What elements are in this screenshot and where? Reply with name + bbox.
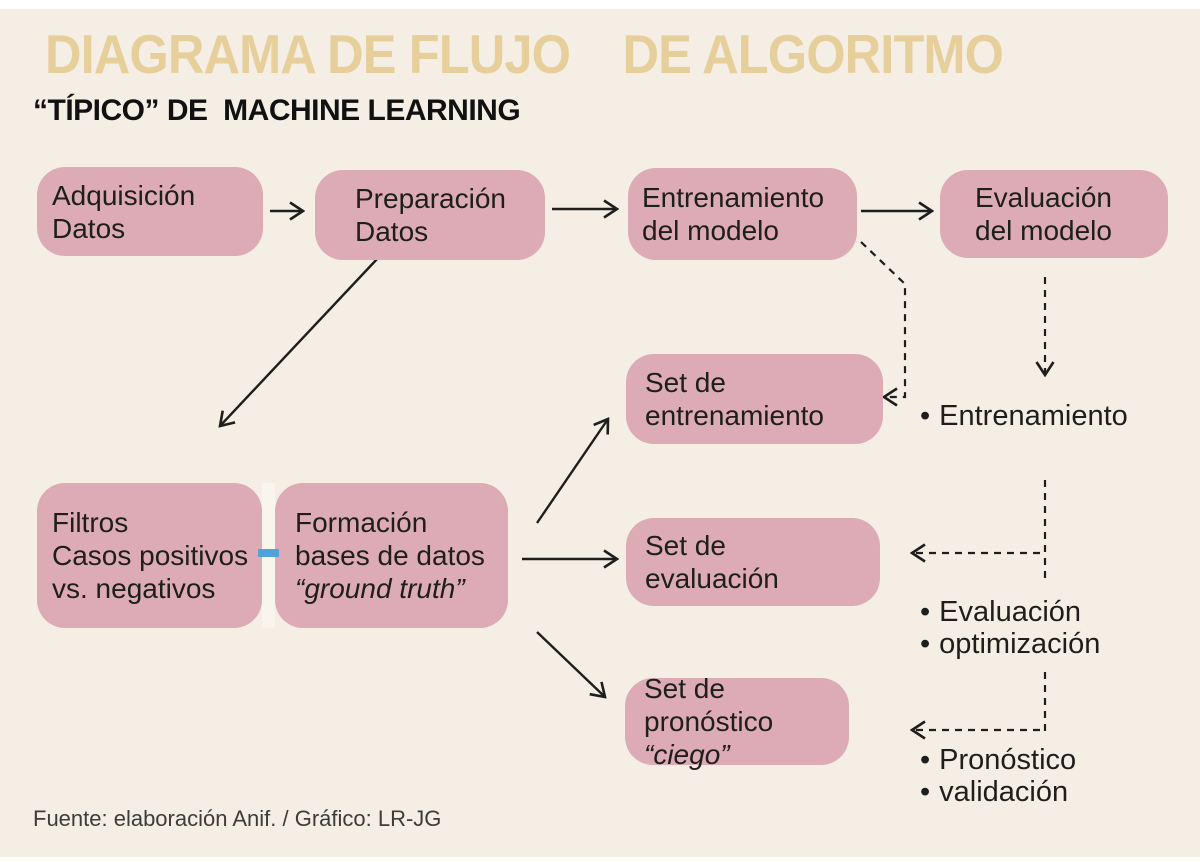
arrow-formacion-to-set-pronostico — [536, 631, 605, 697]
box-line-normal: pronóstico — [644, 706, 774, 737]
bullet-label: Evaluación — [939, 596, 1082, 628]
box-line: Adquisición — [52, 179, 196, 211]
box-line: Datos — [355, 216, 429, 247]
bullet-dot: • — [920, 744, 931, 776]
bullet-label: Entrenamiento — [939, 400, 1128, 432]
page-subtitle: “TÍPICO” DE MACHINE LEARNING — [33, 94, 521, 127]
box-line: pronóstico “ciego” — [644, 705, 849, 771]
top-border-strip — [0, 0, 1200, 9]
box-line: Filtros — [52, 507, 129, 538]
bullet-label: validación — [939, 776, 1069, 808]
page-title-part2: DE ALGORITMO — [622, 23, 1004, 85]
box-line: Set de — [645, 530, 726, 561]
box-formacion-bases-de-datos: Formación bases de datos “ground truth” — [275, 483, 508, 628]
bullet-label: Pronóstico — [939, 744, 1077, 776]
box-evaluacion-del-modelo: Evaluación del modelo — [940, 170, 1168, 258]
box-adquisicion-datos: Adquisición Datos — [37, 167, 263, 256]
box-set-de-pronostico-ciego: Set de pronóstico “ciego” — [625, 673, 849, 770]
box-filtros-casos: Filtros Casos positivos vs. negativos — [37, 483, 262, 628]
page-title-part1: DIAGRAMA DE FLUJO — [45, 23, 571, 85]
box-line: Set de — [644, 673, 725, 704]
box-line: vs. negativos — [52, 573, 216, 604]
bullet-validacion: •validación — [920, 776, 1068, 808]
bullet-dot: • — [920, 628, 931, 660]
box-line-italic: “ciego” — [644, 739, 730, 770]
box-line: Entrenamiento — [642, 182, 825, 213]
bullet-pronostico: •Pronóstico — [920, 744, 1076, 776]
source-credit: Fuente: elaboración Anif. / Gráfico: LR-… — [33, 806, 442, 831]
bullet-dot: • — [920, 596, 931, 628]
box-line: Set de — [645, 367, 726, 398]
box-line: bases de datos — [295, 540, 485, 571]
bullet-optimizacion: •optimización — [920, 628, 1100, 660]
bullet-entrenamiento: •Entrenamiento — [920, 400, 1128, 432]
box-preparacion-datos: Preparación Datos — [315, 170, 545, 260]
box-line-italic: “ground truth” — [295, 573, 465, 604]
box-line: del modelo — [975, 215, 1112, 246]
box-line: Casos positivos — [52, 540, 249, 571]
bullet-evaluacion: •Evaluación — [920, 596, 1081, 628]
box-entrenamiento-del-modelo: Entrenamiento del modelo — [628, 168, 857, 260]
box-line: Formación — [295, 507, 428, 538]
arrow-formacion-to-set-entrenamiento — [536, 419, 608, 524]
box-line: entrenamiento — [645, 400, 825, 431]
box-line: Preparación — [355, 183, 506, 214]
page-title: DIAGRAMA DE FLUJO DE ALGORITMO — [45, 22, 1004, 86]
arrow-preparacion-to-filtros — [220, 257, 379, 426]
box-line: del modelo — [642, 215, 779, 246]
box-line: Evaluación — [975, 182, 1112, 213]
box-set-de-entrenamiento: Set de entrenamiento — [626, 354, 883, 444]
box-line: evaluación — [645, 563, 779, 594]
blue-connector-dash — [258, 549, 279, 557]
bottom-border-strip — [0, 857, 1200, 862]
bullet-label: optimización — [939, 628, 1101, 660]
box-set-de-evaluacion: Set de evaluación — [626, 518, 880, 606]
box-line: Datos — [52, 212, 126, 244]
bullet-dot: • — [920, 400, 931, 432]
bullet-dot: • — [920, 776, 931, 808]
